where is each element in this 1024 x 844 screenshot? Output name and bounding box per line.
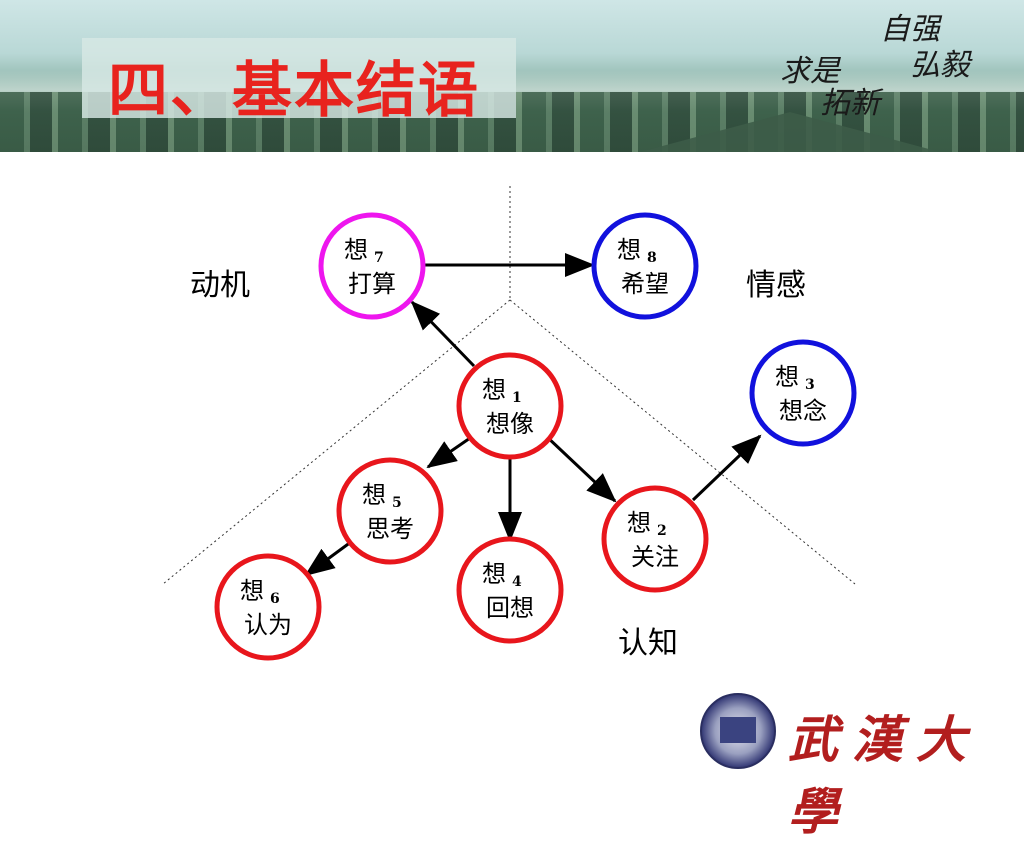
node-text: 希望: [621, 270, 669, 298]
node-text: 想念: [779, 397, 827, 425]
node-circle: [214, 553, 322, 661]
node-text: 思考: [366, 515, 414, 543]
arrow-n1-n7: [410, 300, 476, 368]
divider-left: [162, 299, 511, 585]
calligraphy-2: 弘毅: [910, 48, 970, 83]
node-circle: [749, 339, 857, 447]
node-label: 想: [775, 363, 799, 391]
node-label: 想: [482, 560, 506, 588]
university-name-logo: 武漢大學: [788, 710, 980, 841]
node-circle: [336, 457, 444, 565]
node-circle: [601, 485, 709, 593]
node-subscript: 4: [512, 574, 522, 590]
node-text: 回想: [486, 594, 534, 622]
node-subscript: 6: [270, 591, 280, 607]
calligraphy-1: 自强: [880, 12, 940, 47]
node-label: 想: [627, 509, 651, 537]
node-label: 想: [482, 376, 506, 404]
arrow-n2-n3: [691, 434, 762, 502]
calligraphy-3: 求是: [780, 54, 840, 89]
node-subscript: 1: [512, 390, 522, 406]
node-text: 想像: [486, 410, 534, 438]
region-label-cognition: 认知: [618, 626, 678, 661]
node-subscript: 8: [647, 250, 657, 266]
node-label: 想: [240, 577, 264, 605]
region-label-motivation: 动机: [190, 268, 250, 303]
node-label: 想: [362, 481, 386, 509]
arrow-n5-n6: [304, 537, 356, 577]
node-label: 想: [344, 236, 368, 264]
arrow-n1-n2: [544, 434, 617, 503]
node-subscript: 3: [805, 377, 815, 393]
title-background: [82, 38, 516, 118]
page-title: 四、基本结语: [108, 56, 480, 126]
calligraphy-motto: 自强 弘毅 求是 拓新: [760, 4, 1000, 121]
arrow-n1-n5: [426, 434, 474, 469]
node-text: 认为: [244, 611, 292, 639]
node-subscript: 2: [657, 523, 667, 539]
university-seal-logo: [700, 693, 776, 769]
seal-building-icon: [720, 717, 756, 743]
node-text: 关注: [631, 543, 679, 571]
node-circle: [456, 352, 564, 460]
node-label: 想: [617, 236, 641, 264]
node-subscript: 5: [392, 495, 402, 511]
node-subscript: 7: [374, 250, 384, 266]
node-circle: [456, 536, 564, 644]
calligraphy-4: 拓新: [820, 86, 880, 121]
node-text: 打算: [348, 270, 396, 298]
region-label-emotion: 情感: [746, 268, 806, 303]
node-circle: [318, 212, 426, 320]
node-circle: [591, 212, 699, 320]
